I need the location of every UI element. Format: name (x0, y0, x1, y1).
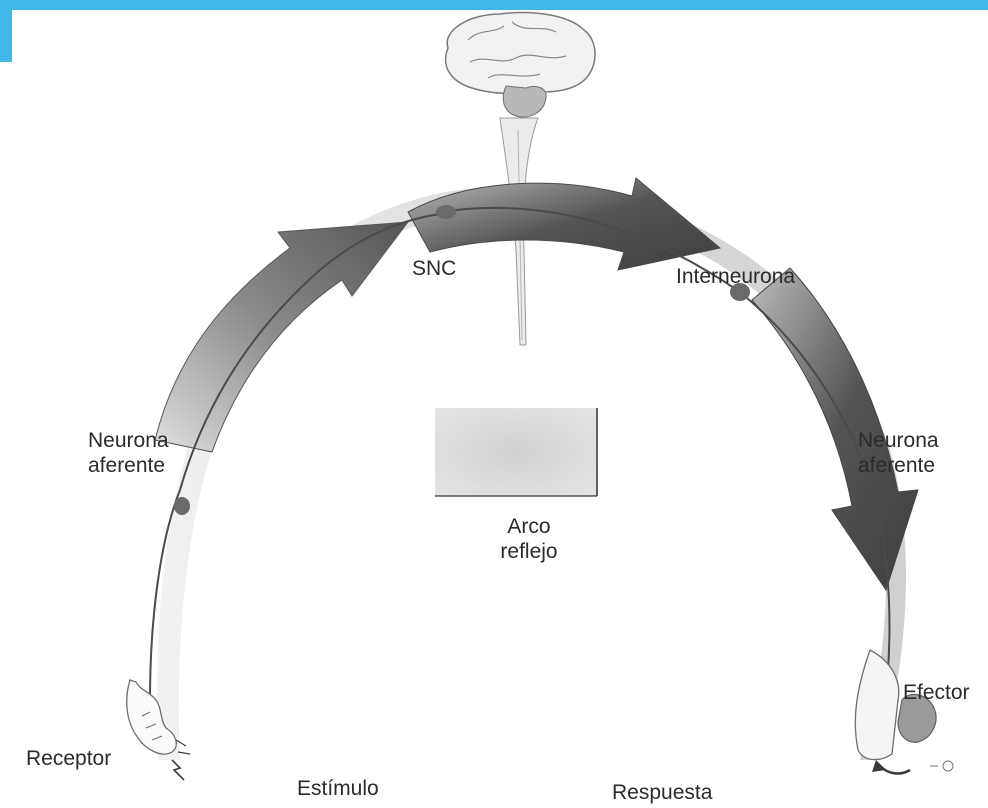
neurona-aferente-left-line1: Neurona (88, 428, 169, 453)
afferent-arrow (155, 222, 408, 452)
arco-reflejo-line1: Arco (488, 514, 570, 539)
brain-icon (446, 13, 595, 117)
response-arrow-icon (872, 760, 953, 773)
respuesta-label: Respuesta (612, 780, 712, 805)
receptor-label: Receptor (26, 746, 111, 771)
efector-label: Efector (903, 680, 970, 705)
snc-label: SNC (412, 256, 456, 281)
neurona-aferente-right-line2: aferente (858, 453, 935, 478)
neurona-aferente-right-line1: Neurona (858, 428, 939, 453)
arc-reflex-box (435, 408, 597, 496)
interneurona-label: Interneurona (676, 264, 795, 289)
arco-reflejo-line2: reflejo (488, 539, 570, 564)
estimulo-label: Estímulo (297, 776, 379, 801)
neurona-aferente-left-line2: aferente (88, 453, 165, 478)
